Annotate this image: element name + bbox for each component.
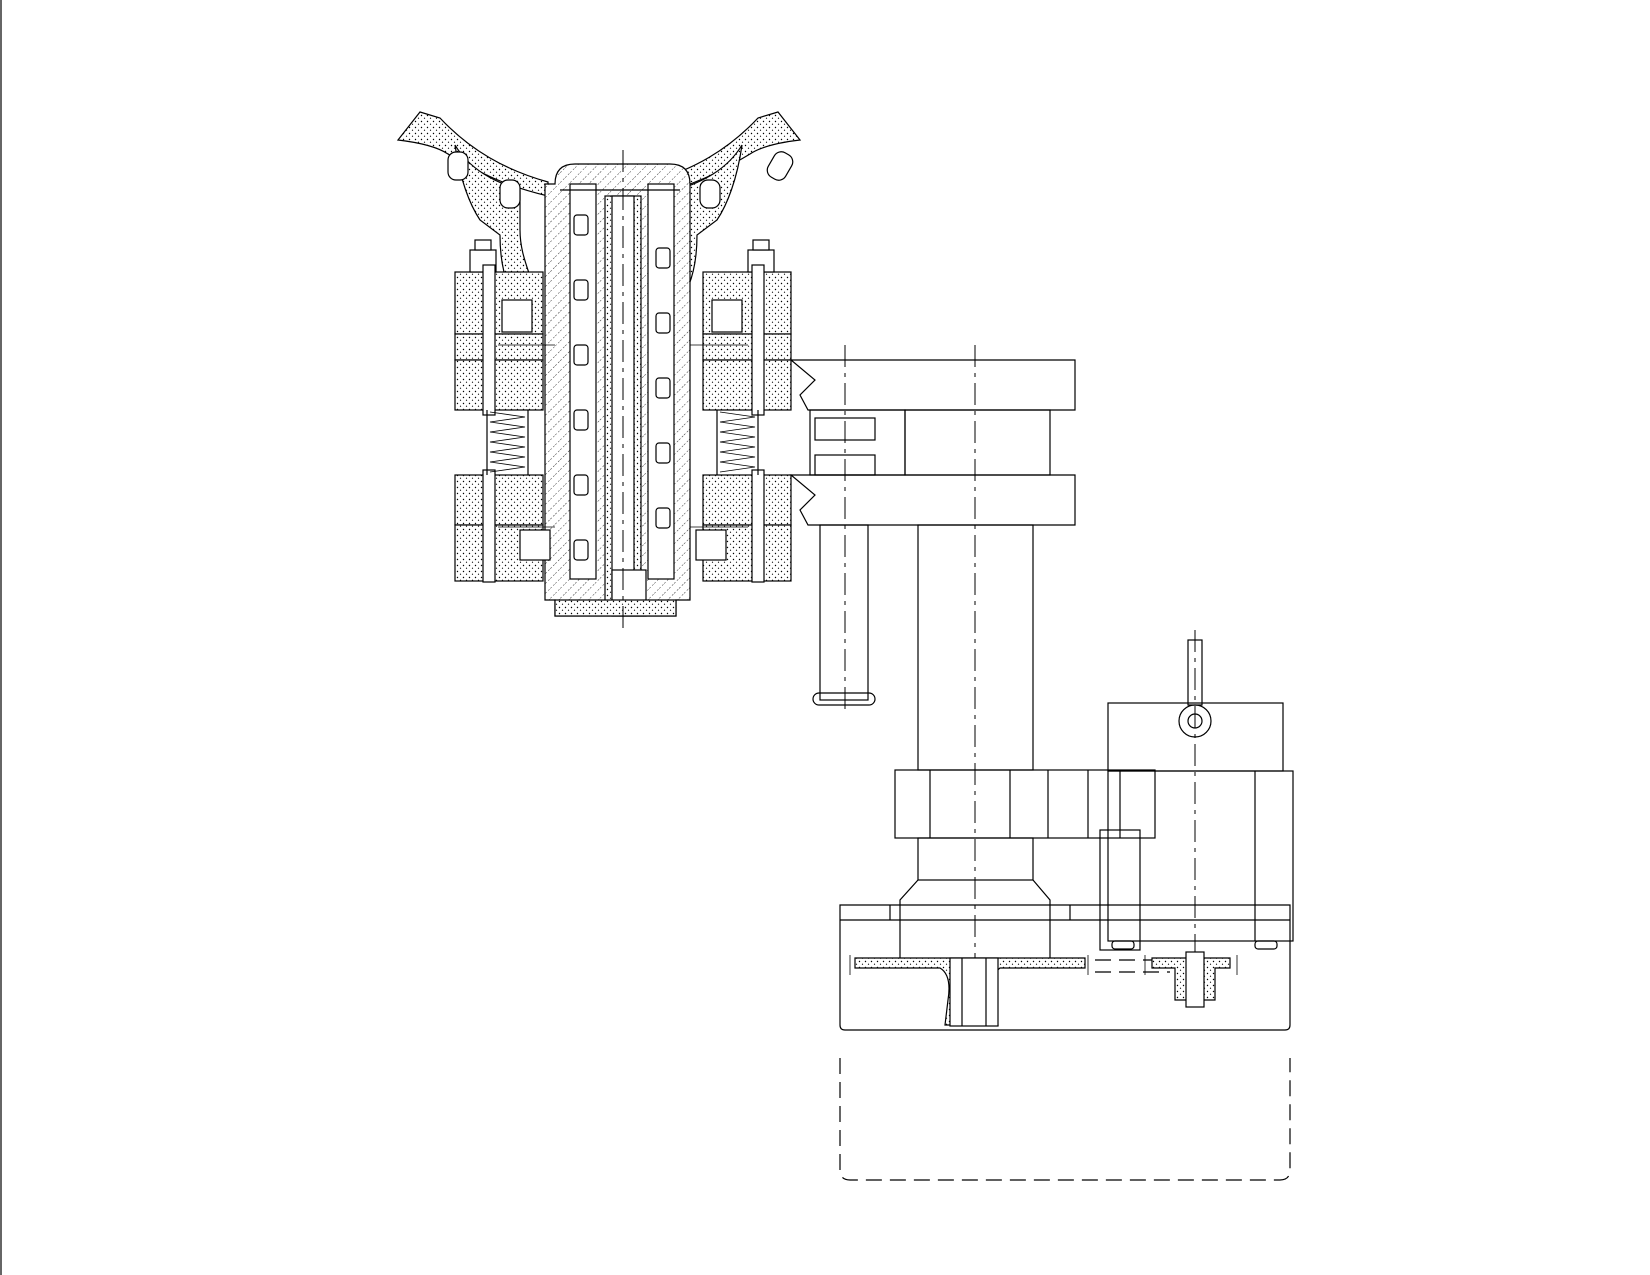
gear-head: [894, 769, 1156, 839]
central-shaft: [544, 150, 691, 630]
motor-housing: [1099, 630, 1294, 1010]
support-arm-plates: [789, 345, 1076, 1020]
drive-gears: [849, 951, 1238, 1027]
compression-springs: [486, 410, 759, 475]
left-flange-stack: [454, 239, 555, 583]
phantom-base: [839, 1058, 1291, 1181]
gear-box: [839, 904, 1291, 1031]
right-flange-stack: [690, 239, 792, 583]
